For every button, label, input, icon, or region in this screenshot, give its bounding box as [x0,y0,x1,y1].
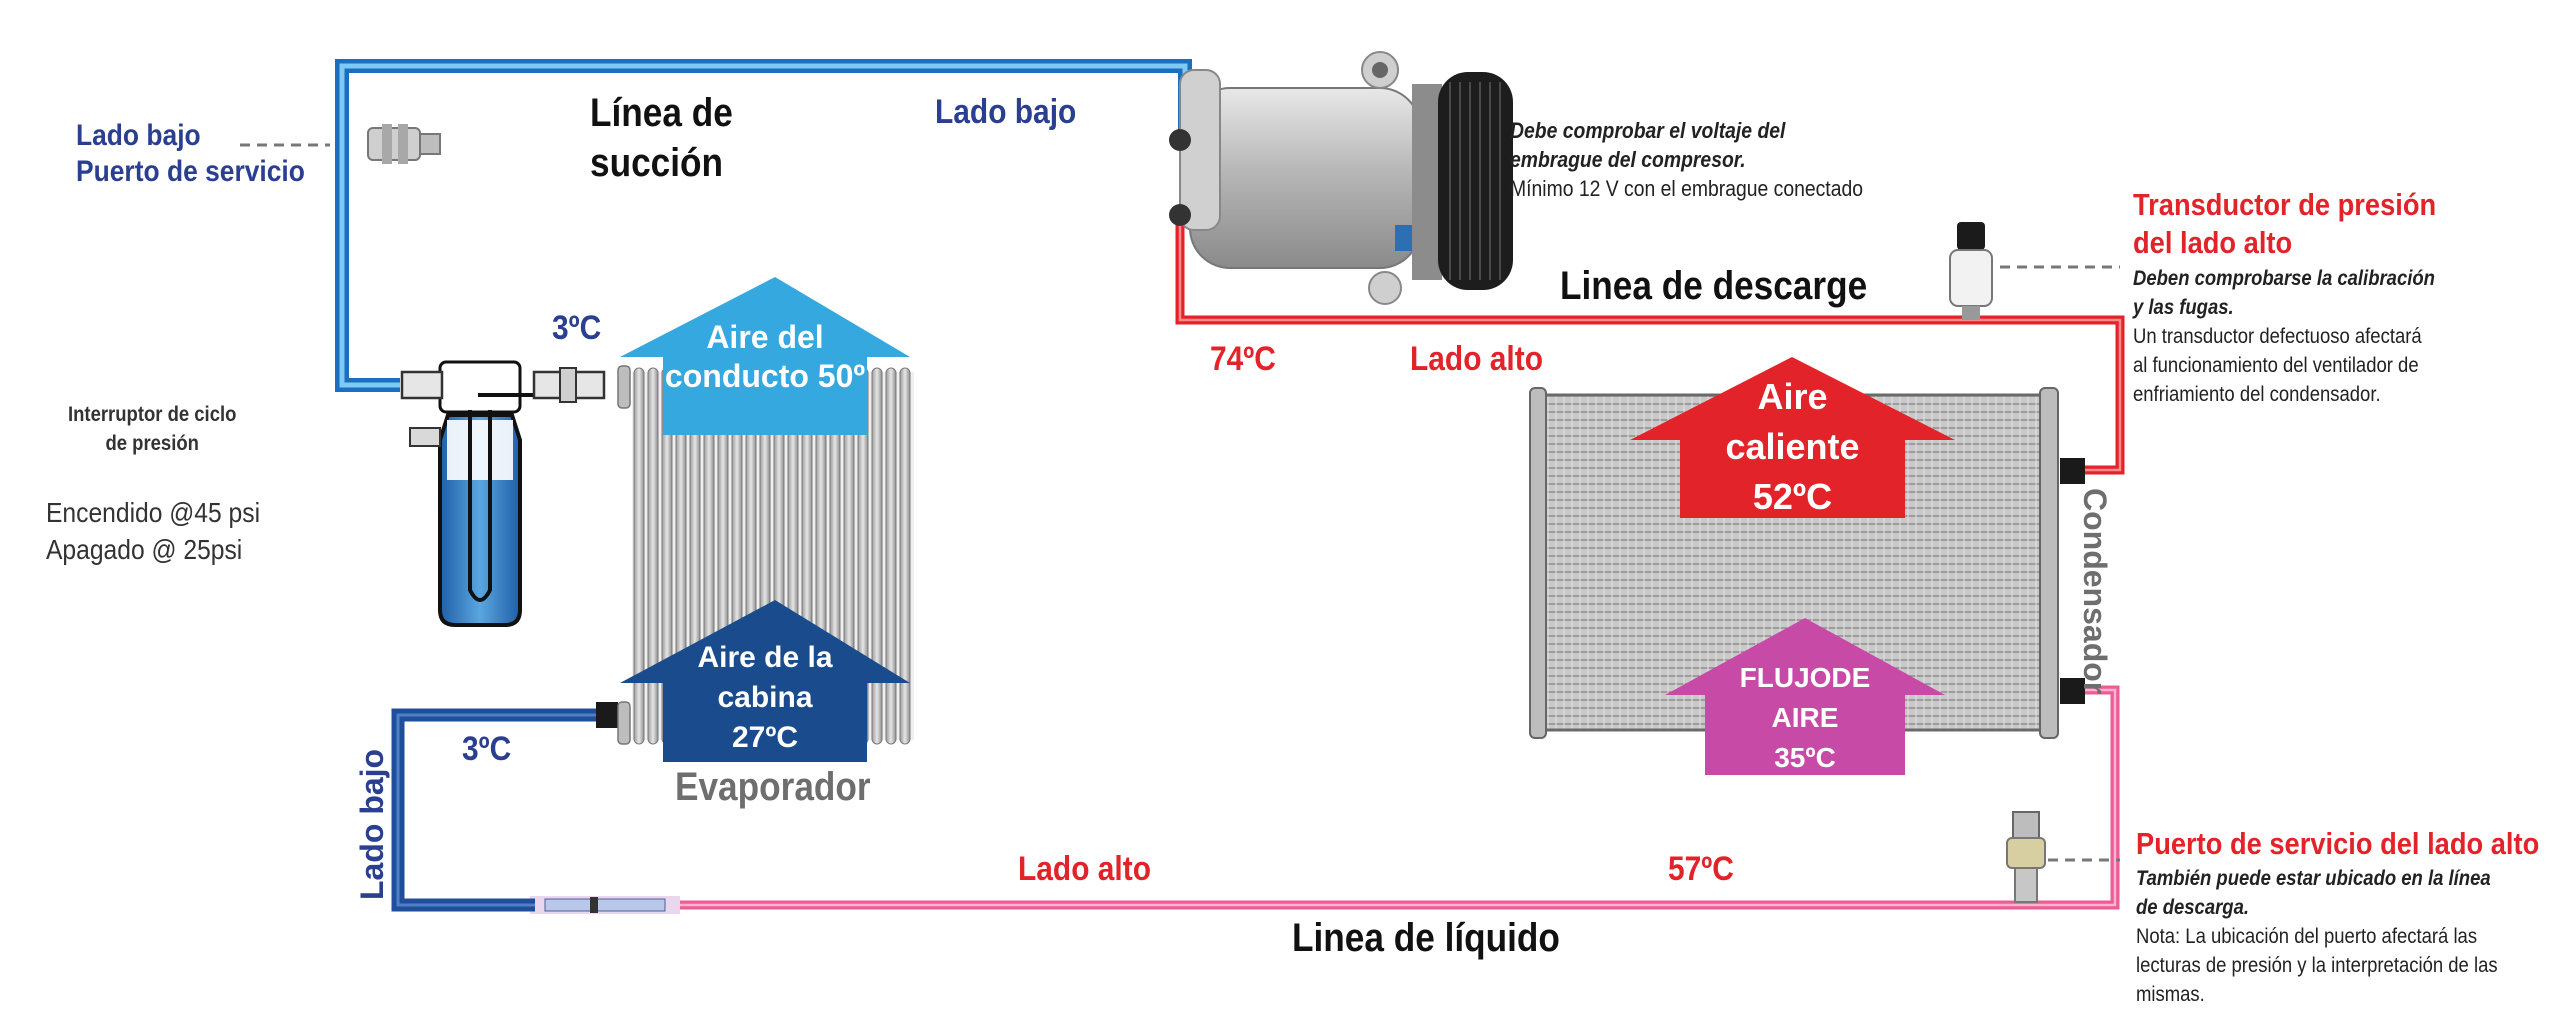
cabin-air-text: Aire de la cabina 27ºC [697,641,833,754]
air-flow-text: FLUJODE AIRE 35ºC [1739,662,1871,773]
high-side-bottom-label: Lado alto [1018,850,1151,888]
discharge-temp: 74ºC [1210,340,1276,378]
liquid-temp: 57ºC [1668,850,1734,888]
low-side-service-port [367,124,441,164]
high-side-top-label: Lado alto [1410,340,1543,378]
low-side-left-label: Lado bajo [354,748,390,900]
hot-air-text: Aire caliente 52ºC [1725,376,1860,517]
evaporator-label: Evaporador [675,765,871,809]
high-side-transducer [1949,222,1993,320]
evaporator-fin [871,367,883,745]
evaporator-fin [885,367,897,745]
duct-air-text: Aire del conducto 50º [664,319,866,395]
discharge-line [1175,215,2125,475]
evaporator-fin [633,367,645,745]
accumulator [400,360,606,627]
hot-air-arrow [1630,357,1955,518]
pressure-switch-values: Encendido @45 psi Apagado @ 25psi [46,497,261,565]
high-side-service-port [2006,811,2046,903]
evap-inlet-temp: 3ºC [462,730,512,768]
low-side-top-label: Lado bajo [935,93,1077,131]
compressor [1169,51,1513,305]
evaporator-fin [647,367,659,745]
high-port-title: Puerto de servicio del lado alto [2136,826,2540,861]
transducer-title: Transductor de presión del lado alto [2133,187,2437,260]
duct-air-arrow [620,277,910,435]
air-flow-arrow [1665,618,1945,775]
compressor-note: Debe comprobar el voltaje del embrague d… [1510,118,1863,201]
pressure-switch-title: Interruptor de ciclo de presión [68,403,237,455]
liquid-line-label: Linea de líquido [1292,916,1560,960]
evaporator-inlet-line [391,702,618,912]
liquid-line [680,685,2120,910]
accumulator-temp: 3ºC [552,309,602,347]
low-port-label: Lado bajo Puerto de servicio [76,119,305,188]
evaporator-fin [899,367,911,745]
suction-line-label: Línea de succión [590,91,733,185]
condenser-label: Condensador [2077,488,2113,695]
discharge-line-label: Linea de descarge [1560,264,1868,308]
cabin-air-arrow [620,600,910,762]
transducer-note: Deben comprobarse la calibración y las f… [2133,267,2435,406]
high-port-note: También puede estar ubicado en la línea … [2136,867,2498,1006]
orifice-tube [530,896,680,914]
